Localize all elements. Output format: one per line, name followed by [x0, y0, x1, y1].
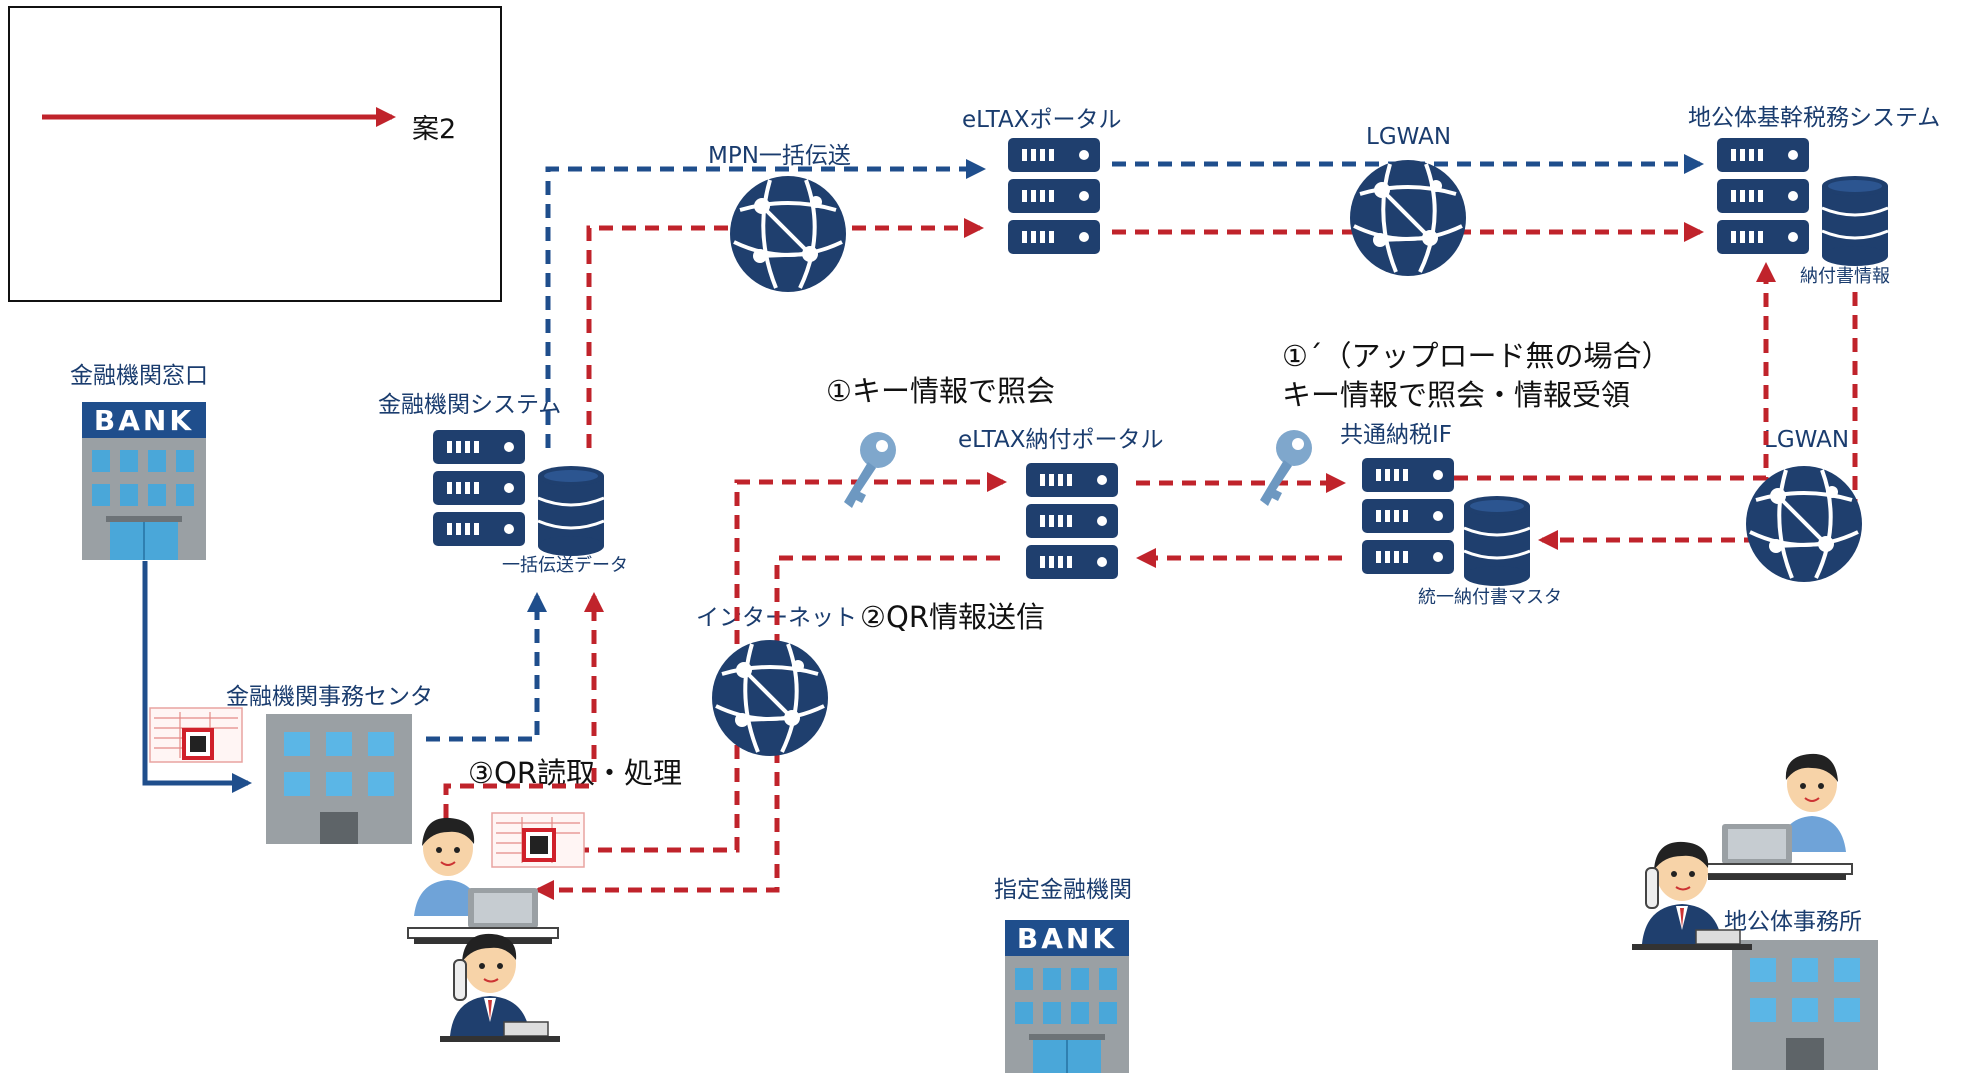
red-flow-mpn [586, 218, 984, 448]
eltax-portal-server-icon [1008, 138, 1100, 254]
bank-window-icon [81, 401, 207, 561]
designated-bank-icon [1004, 919, 1130, 1073]
legend-label: 案2 [412, 114, 457, 145]
internet-globe-icon [710, 638, 830, 758]
eltax-portal-label: eLTAXポータル [962, 107, 1122, 133]
red-flow-step3 [443, 592, 604, 818]
bank-center-building-icon [266, 714, 412, 844]
step3-label: ③QR読取・処理 [468, 756, 682, 790]
lgwan-top-label: LGWAN [1366, 124, 1452, 150]
local-tax-db-label: 納付書情報 [1800, 266, 1890, 287]
step1-label: ①キー情報で照会 [826, 374, 1055, 408]
bank-center-label: 金融機関事務センタ [226, 684, 433, 710]
bank-worker-on-phone-icon [439, 932, 561, 1043]
key-icon-step1b [1260, 430, 1312, 506]
lgwan-top-globe-icon [1348, 158, 1468, 278]
step1b-label-line2: キー情報で照会・情報受領 [1282, 378, 1631, 412]
bank-window-label: 金融機関窓口 [70, 363, 208, 389]
red-flow-if-local [1454, 262, 1776, 481]
payment-slip-icon-center [149, 707, 243, 763]
local-office-building-icon [1732, 940, 1878, 1070]
eltax-payment-portal-server-icon [1026, 463, 1118, 579]
bank-system-server-icon [433, 430, 525, 546]
common-tax-if-database-icon [1462, 494, 1532, 588]
bank-system-database-icon [536, 464, 606, 558]
step2-label: ②QR情報送信 [860, 600, 1045, 634]
common-tax-if-server-icon [1362, 458, 1454, 574]
step1b-label-line1: ①´（アップロード無の場合） [1282, 339, 1671, 373]
bank-db-label: 一括伝送データ [502, 555, 628, 576]
blue-flow-center [426, 592, 547, 742]
key-icon-step1 [844, 432, 896, 508]
local-worker-with-laptop-icon [1701, 752, 1853, 881]
local-tax-system-server-icon [1717, 138, 1809, 254]
lgwan-right-label: LGWAN [1764, 427, 1850, 453]
mpn-globe-icon [728, 174, 848, 294]
bank-system-label: 金融機関システム [378, 392, 562, 418]
local-tax-system-database-icon [1820, 174, 1890, 268]
red-flow-local-if [1538, 292, 1858, 550]
blue-flow-mpn [545, 159, 986, 448]
blue-flow-window-center [142, 561, 252, 793]
common-tax-db-label: 統一納付書マスタ [1418, 587, 1562, 608]
common-tax-if-label: 共通納税IF [1340, 422, 1453, 448]
red-flow-step2 [534, 555, 1000, 900]
payment-slip-icon-worker [491, 812, 585, 868]
local-office-label: 地公体事務所 [1724, 909, 1862, 935]
legend [8, 6, 502, 302]
designated-bank-label: 指定金融機関 [994, 877, 1132, 903]
eltax-payment-portal-label: eLTAX納付ポータル [958, 427, 1164, 453]
mpn-label: MPN一括伝送 [708, 143, 851, 169]
lgwan-right-globe-icon [1744, 464, 1864, 584]
local-tax-system-label: 地公体基幹税務システム [1688, 105, 1941, 131]
